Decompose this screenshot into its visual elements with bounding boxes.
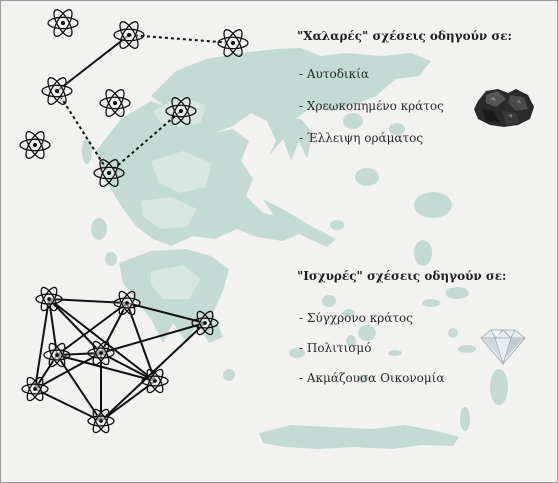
- strong-link: [56, 352, 102, 356]
- map-ikaria: [422, 299, 440, 307]
- weak-link: [56, 90, 110, 174]
- map-andros: [322, 295, 336, 307]
- atom-icon: [41, 77, 73, 105]
- loose-relations-heading: "Χαλαρές" σχέσεις οδηγούν σε:: [297, 29, 512, 43]
- atom-icon: [21, 376, 49, 402]
- strong-link: [100, 352, 156, 382]
- atom-icon: [165, 97, 197, 125]
- map-evia: [263, 199, 336, 247]
- loose-item: - Αυτοδικία: [299, 67, 369, 81]
- atom-icon: [87, 408, 115, 434]
- map-thasos: [343, 113, 363, 129]
- weak-link: [108, 110, 182, 174]
- strong-link: [56, 302, 128, 356]
- atom-icon: [19, 131, 51, 159]
- map-chios: [414, 240, 432, 266]
- map-naxos: [358, 325, 376, 341]
- strong-link: [126, 302, 206, 324]
- map-rhodes: [490, 369, 508, 405]
- strong-link: [56, 354, 156, 382]
- map-tinos: [343, 309, 355, 317]
- map-skyros: [330, 220, 344, 230]
- map-lesvos: [414, 192, 452, 218]
- map-kefalonia: [91, 218, 107, 240]
- atom-icon: [113, 290, 141, 316]
- map-north-greece: [151, 48, 431, 133]
- loose-item: - Έλλειψη οράματος: [299, 131, 424, 145]
- map-samothraki: [389, 123, 405, 135]
- map-kythira: [223, 369, 235, 381]
- strong-link: [34, 298, 50, 390]
- map-limnos: [355, 168, 379, 186]
- map-karpathos: [460, 407, 470, 431]
- atom-icon: [191, 310, 219, 336]
- map-milos: [289, 348, 305, 358]
- strong-link: [56, 34, 130, 92]
- atom-icon: [87, 340, 115, 366]
- atom-icon: [99, 89, 131, 117]
- atom-icon: [35, 286, 63, 312]
- strong-link: [100, 302, 128, 354]
- strong-item: - Πολιτισμό: [299, 341, 372, 355]
- map-paros: [346, 335, 356, 347]
- strong-item: - Ακμάζουσα Οικονομία: [299, 371, 445, 385]
- map-samos: [445, 287, 469, 299]
- strong-item: - Σύγχρονο κράτος: [299, 311, 413, 325]
- map-amorgos: [388, 350, 402, 356]
- atom-icon: [113, 21, 145, 49]
- map-kalymnos: [448, 328, 458, 338]
- strong-link: [34, 388, 102, 422]
- loose-item: - Χρεωκοπημένο κράτος: [299, 99, 444, 113]
- strong-link: [48, 298, 102, 354]
- map-chalkidiki: [266, 119, 313, 161]
- strong-relations-heading: "Ισχυρές" σχέσεις οδηγούν σε:: [297, 269, 507, 283]
- map-zakynthos: [105, 252, 117, 266]
- atom-icon: [141, 368, 169, 394]
- strong-link: [100, 322, 206, 354]
- map-corfu: [82, 138, 92, 164]
- map-crete: [259, 425, 459, 449]
- map-santorini: [357, 375, 369, 383]
- strong-link: [100, 322, 206, 422]
- strong-link: [100, 380, 156, 422]
- atom-icon: [93, 159, 125, 187]
- strong-link: [48, 298, 156, 382]
- weak-link: [128, 34, 234, 44]
- atom-icon: [43, 342, 71, 368]
- atom-icon: [47, 9, 79, 37]
- atom-icon: [217, 29, 249, 57]
- map-kos: [458, 345, 476, 353]
